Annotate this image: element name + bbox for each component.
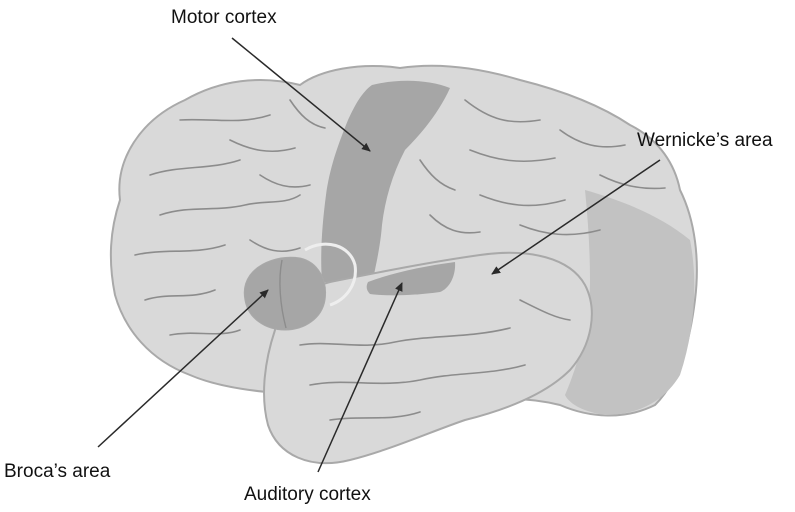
auditory-cortex-label: Auditory cortex (244, 485, 371, 504)
wernickes-area-label: Wernicke’s area (637, 131, 773, 150)
motor-cortex-label: Motor cortex (171, 8, 277, 27)
brocas-area-region (244, 257, 325, 330)
brocas-area-label: Broca’s area (4, 462, 110, 481)
